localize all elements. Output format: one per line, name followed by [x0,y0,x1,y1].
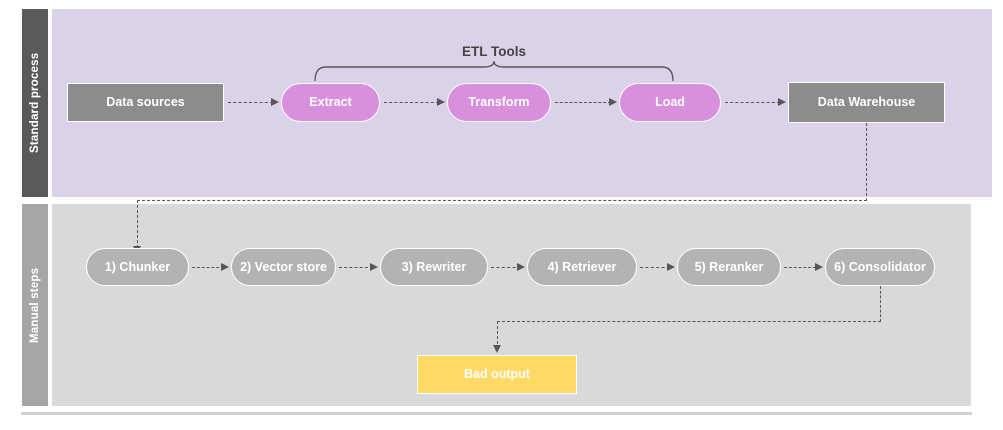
node-data-warehouse-label: Data Warehouse [817,95,916,110]
connector-consolidator-down [880,286,881,322]
arrowhead-load [609,98,617,106]
node-load[interactable]: Load [619,83,721,122]
connector-consolidator-to-bad-output-horizontal [497,321,881,322]
node-extract-label: Extract [309,95,352,110]
node-retriever[interactable]: 4) Retriever [527,248,637,286]
arrowhead-rewriter [370,263,378,271]
node-consolidator-label: 6) Consolidator [834,259,926,274]
arrowhead-transform [437,98,445,106]
node-retriever-label: 4) Retriever [547,259,617,274]
node-vector-store[interactable]: 2) Vector store [231,248,336,286]
arrowhead-extract [271,98,279,106]
node-reranker[interactable]: 5) Reranker [677,248,781,286]
arrowhead-consolidator [815,263,823,271]
node-rewriter[interactable]: 3) Rewriter [380,248,488,286]
node-chunker-label: 1) Chunker [104,259,171,274]
connector-rewriter-to-retriever [491,267,521,268]
node-data-warehouse[interactable]: Data Warehouse [788,82,945,123]
arrowhead-data-warehouse [778,98,786,106]
node-consolidator[interactable]: 6) Consolidator [825,248,935,286]
connector-load-to-data-warehouse [725,102,780,103]
connector-chunker-to-vector-store [192,267,224,268]
node-chunker[interactable]: 1) Chunker [86,248,189,286]
node-transform-label: Transform [468,95,530,110]
node-transform[interactable]: Transform [447,83,551,122]
node-bad-output[interactable]: Bad output [417,355,577,394]
lane-label-manual-steps-text: Manual steps [29,267,41,343]
node-data-sources[interactable]: Data sources [67,83,224,122]
lane-label-manual-steps: Manual steps [21,203,49,407]
node-rewriter-label: 3) Rewriter [401,259,467,274]
connector-down-to-chunker [137,200,138,248]
bottom-divider [21,412,972,415]
connector-retriever-to-reranker [640,267,670,268]
connector-warehouse-to-chunker-horizontal [137,200,867,201]
node-load-label: Load [655,95,685,110]
node-data-sources-label: Data sources [106,95,185,110]
node-reranker-label: 5) Reranker [694,259,764,274]
lane-label-standard-process: Standard process [21,8,49,198]
node-bad-output-label: Bad output [464,367,530,382]
etl-tools-bracket-label: ETL Tools [462,44,526,59]
lane-label-standard-process-text: Standard process [29,52,41,154]
arrowhead-bad-output [493,345,501,353]
etl-tools-bracket [314,60,674,82]
arrowhead-reranker [667,263,675,271]
arrowhead-vector-store [221,263,229,271]
connector-reranker-to-consolidator [784,267,816,268]
node-vector-store-label: 2) Vector store [240,259,327,274]
connector-vector-store-to-rewriter [339,267,373,268]
connector-down-to-bad-output [497,321,498,349]
arrowhead-retriever [517,263,525,271]
connector-extract-to-transform [384,102,439,103]
node-extract[interactable]: Extract [281,83,380,122]
connector-transform-to-load [555,102,611,103]
connector-data-sources-to-extract [228,102,273,103]
connector-data-warehouse-down [866,123,867,201]
